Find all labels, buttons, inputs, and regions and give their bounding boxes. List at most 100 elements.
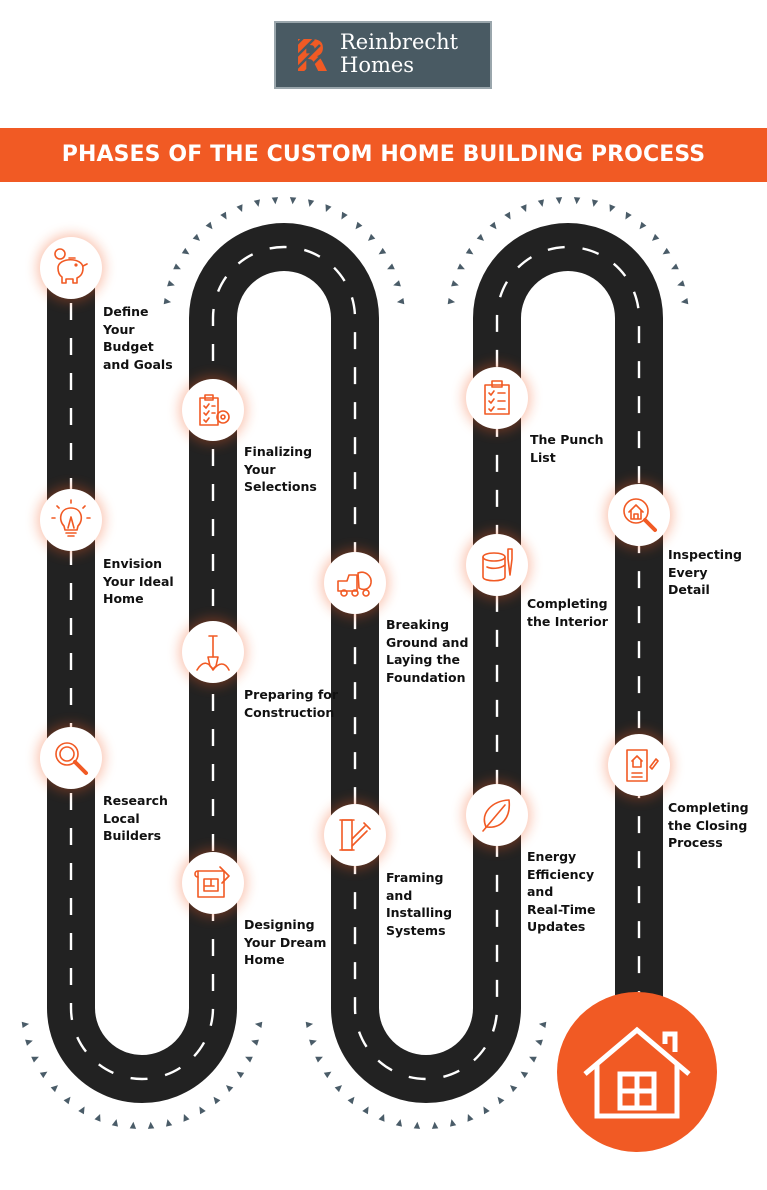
step-marker-11 xyxy=(463,364,531,432)
tick-arrows xyxy=(21,197,689,1129)
tick-arrow xyxy=(378,1114,385,1122)
lightbulb-icon xyxy=(51,499,91,537)
tick-arrow xyxy=(489,221,497,230)
tick-arrow xyxy=(609,204,616,212)
marker-circle xyxy=(40,727,102,789)
tick-arrow xyxy=(341,211,348,220)
tick-arrow xyxy=(271,197,279,205)
final-house-marker xyxy=(557,992,717,1152)
tick-arrow xyxy=(537,199,544,207)
tick-arrow xyxy=(447,298,456,305)
tick-arrow xyxy=(334,1085,342,1093)
step-label-11: The Punch List xyxy=(530,432,604,465)
tick-arrow xyxy=(520,204,527,212)
step-marker-5 xyxy=(179,618,247,686)
tick-arrow xyxy=(538,1021,547,1028)
tick-arrow xyxy=(347,1096,355,1105)
tick-arrow xyxy=(362,1106,369,1115)
clipboard-icon xyxy=(484,380,510,415)
blueprint-icon xyxy=(194,866,230,898)
cement-truck-icon xyxy=(337,571,372,597)
tick-arrow xyxy=(497,1096,505,1105)
tick-arrow xyxy=(213,1096,221,1105)
step-label-4: Designing Your Dream Home xyxy=(244,917,327,967)
tick-arrow xyxy=(325,204,332,212)
step-marker-6 xyxy=(179,376,247,444)
tick-arrow xyxy=(368,233,376,241)
tick-arrow xyxy=(308,199,315,207)
road-path xyxy=(47,223,663,1103)
tick-arrow xyxy=(396,298,405,305)
tick-arrow xyxy=(289,197,297,205)
tick-arrow xyxy=(465,247,474,255)
tick-arrow xyxy=(181,247,190,255)
house-magnifier-icon xyxy=(623,498,657,532)
tick-arrow xyxy=(555,197,563,205)
tick-arrow xyxy=(467,1114,474,1122)
step-label-13: Completing the Closing Process xyxy=(668,800,749,850)
tick-arrow xyxy=(450,1119,457,1127)
step-label-9: Energy Efficiency and Real-Time Updates xyxy=(527,849,596,934)
tick-arrow xyxy=(166,1119,173,1127)
step-marker-1 xyxy=(37,234,105,302)
marker-circle xyxy=(182,852,244,914)
tick-arrow xyxy=(520,1071,529,1079)
step-label-5: Preparing for Construction xyxy=(244,687,339,720)
marker-circle xyxy=(466,534,528,596)
tick-arrow xyxy=(535,1039,543,1046)
tick-arrow xyxy=(50,1085,58,1093)
tick-arrow xyxy=(457,263,465,270)
step-label-3: Research Local Builders xyxy=(103,793,168,843)
brand-name: Reinbrecht Homes xyxy=(340,30,459,77)
tick-arrow xyxy=(529,1056,537,1063)
marker-circle xyxy=(608,484,670,546)
step-label-7: Breaking Ground and Laying the Foundatio… xyxy=(386,617,469,685)
tick-arrow xyxy=(245,1056,253,1063)
tick-arrow xyxy=(323,1071,332,1079)
tick-arrow xyxy=(309,1039,317,1046)
magnifier-icon xyxy=(55,742,88,775)
document-house-icon xyxy=(626,749,659,782)
tick-arrow xyxy=(315,1056,323,1063)
marker-circle xyxy=(608,734,670,796)
leaf-icon xyxy=(482,799,511,832)
step-label-8: Framing and Installing Systems xyxy=(386,870,453,938)
tick-arrow xyxy=(393,280,401,287)
tick-arrow xyxy=(378,247,387,255)
tick-arrow xyxy=(94,1114,101,1122)
tick-arrow xyxy=(451,280,459,287)
tick-arrow xyxy=(510,1085,518,1093)
tick-arrow xyxy=(431,1121,439,1129)
step-marker-12 xyxy=(605,481,673,549)
tick-arrow xyxy=(253,199,260,207)
tick-arrow xyxy=(111,1119,118,1127)
tick-arrow xyxy=(395,1119,402,1127)
tick-arrow xyxy=(183,1114,190,1122)
tick-arrow xyxy=(387,263,395,270)
tick-arrow xyxy=(167,280,175,287)
step-marker-9 xyxy=(463,781,531,849)
tick-arrow xyxy=(220,211,227,220)
step-label-2: Envision Your Ideal Home xyxy=(103,556,174,606)
tick-arrow xyxy=(639,221,647,230)
tick-arrow xyxy=(504,211,511,220)
tick-arrow xyxy=(413,1121,421,1129)
tick-arrow xyxy=(251,1039,259,1046)
tick-arrow xyxy=(254,1021,263,1028)
tick-arrow xyxy=(31,1056,39,1063)
tick-arrow xyxy=(147,1121,155,1129)
piggy-bank-icon xyxy=(54,248,88,284)
tick-arrow xyxy=(226,1085,234,1093)
tick-arrow xyxy=(680,298,689,305)
title-banner: PHASES OF THE CUSTOM HOME BUILDING PROCE… xyxy=(0,128,767,182)
marker-circle xyxy=(40,237,102,299)
tick-arrow xyxy=(592,199,599,207)
marker-circle xyxy=(324,552,386,614)
tick-arrow xyxy=(305,1021,314,1028)
step-marker-13 xyxy=(605,731,673,799)
road-center-dashes xyxy=(69,245,641,1081)
tick-arrow xyxy=(205,221,213,230)
checklist-gear-icon xyxy=(199,394,230,426)
tick-arrow xyxy=(677,280,685,287)
tick-arrow xyxy=(192,233,200,241)
